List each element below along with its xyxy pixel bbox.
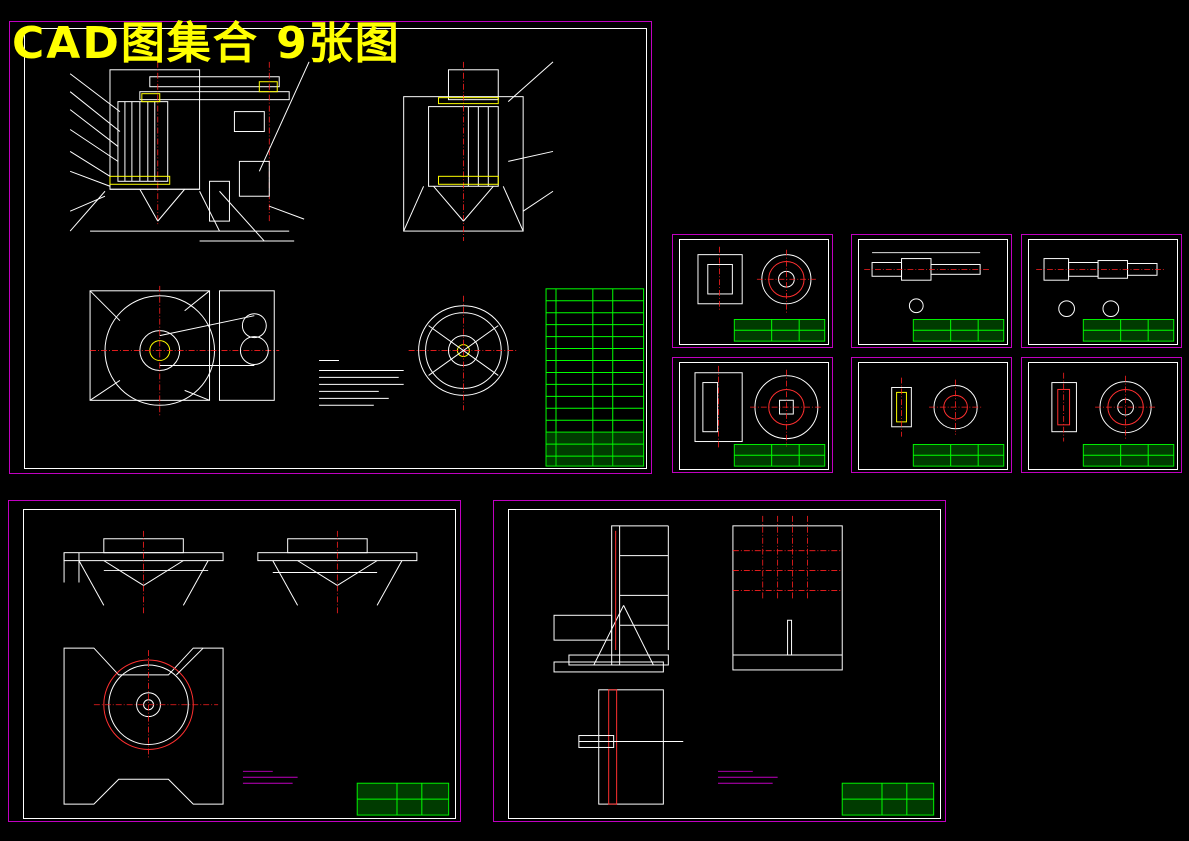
- main-assembly-sheet[interactable]: [9, 21, 652, 474]
- section-view: [408, 295, 519, 411]
- part-sheet-1[interactable]: [672, 234, 833, 348]
- top-view: [89, 285, 280, 416]
- part-sheet-2-drawing: [864, 252, 1005, 342]
- bottom-right-drawing: [553, 515, 935, 816]
- side-view: [403, 61, 554, 242]
- bottom-right-sheet[interactable]: [493, 500, 946, 822]
- part-sheet-3-drawing: [1036, 258, 1175, 342]
- part-sheet-6-drawing: [1051, 372, 1175, 467]
- front-view: [69, 61, 310, 242]
- part-sheet-1-drawing: [697, 246, 826, 342]
- bottom-left-drawing: [63, 530, 450, 816]
- part-sheet-5[interactable]: [851, 357, 1012, 473]
- part-sheet-4-drawing: [694, 365, 826, 467]
- part-sheet-4[interactable]: [672, 357, 833, 473]
- parts-list: [545, 288, 645, 467]
- page-title: CAD图集合 9张图: [12, 18, 401, 69]
- part-sheet-3[interactable]: [1021, 234, 1182, 348]
- main-assembly-drawing: [69, 61, 645, 467]
- part-sheet-5-drawing: [891, 377, 1005, 467]
- technical-notes: [319, 360, 404, 406]
- part-sheet-6[interactable]: [1021, 357, 1182, 473]
- bottom-left-sheet[interactable]: [8, 500, 461, 822]
- part-sheet-2[interactable]: [851, 234, 1012, 348]
